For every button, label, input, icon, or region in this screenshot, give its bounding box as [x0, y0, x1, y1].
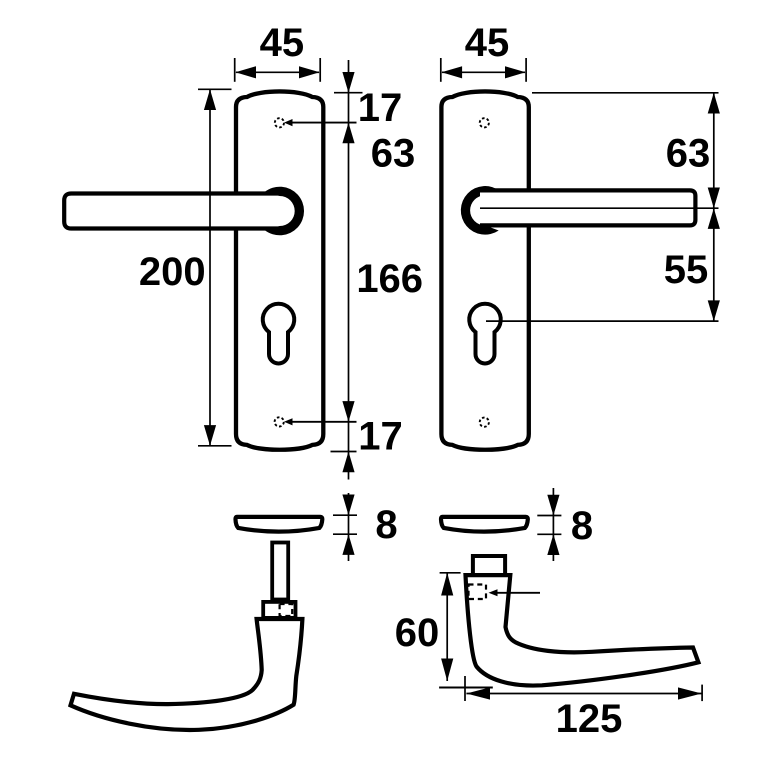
svg-text:63: 63: [666, 132, 711, 176]
svg-text:55: 55: [664, 248, 709, 292]
svg-text:60: 60: [395, 611, 440, 655]
svg-text:200: 200: [139, 250, 206, 294]
svg-text:45: 45: [260, 21, 305, 65]
svg-text:125: 125: [556, 697, 623, 741]
svg-text:8: 8: [571, 504, 593, 548]
svg-text:63: 63: [371, 132, 416, 176]
svg-text:166: 166: [356, 257, 423, 301]
svg-text:45: 45: [465, 21, 510, 65]
svg-text:17: 17: [358, 86, 403, 130]
svg-text:17: 17: [358, 415, 403, 459]
svg-text:8: 8: [375, 503, 397, 547]
